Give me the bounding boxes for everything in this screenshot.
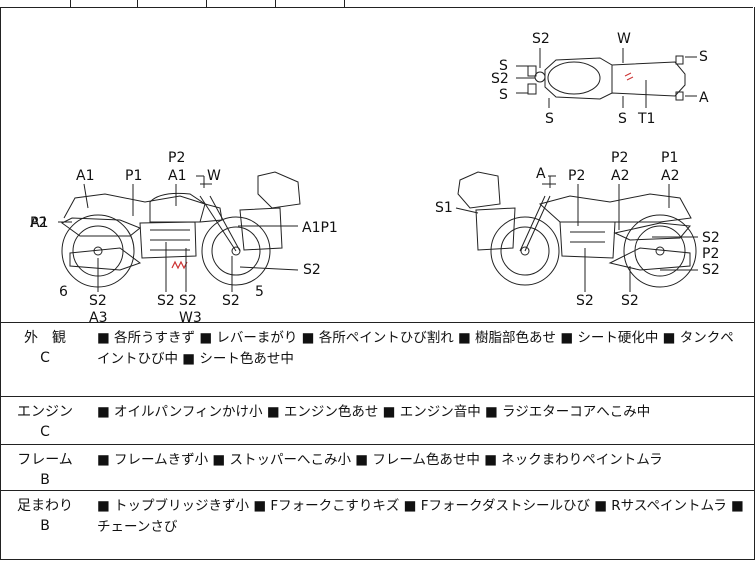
- category-grade: B: [40, 472, 50, 488]
- top-view-motorcycle: [516, 48, 697, 108]
- label-left-5: 5: [255, 284, 264, 300]
- label-top-a: A: [699, 90, 709, 106]
- label-top-s2: S2: [491, 71, 509, 87]
- top-view-labels: S2 W S S S2 S S S T1 A: [491, 31, 709, 127]
- label-left-w3: W3: [179, 310, 202, 322]
- damage-diagram: S2 W S S S2 S S S T1 A P2 A1 W A1 P1 A1 …: [0, 8, 755, 322]
- motorcycle-diagram-svg: S2 W S S S2 S S S T1 A P2 A1 W A1 P1 A1 …: [30, 31, 720, 322]
- category-cell: エンジン C: [0, 397, 90, 442]
- label-top-s: S: [499, 58, 508, 74]
- category-grade: B: [40, 518, 50, 534]
- previous-table-edge: [0, 0, 753, 8]
- condition-description: ■ 各所うすきず ■ レバーまがり ■ 各所ペイントひび割れ ■ 樹脂部色あせ …: [97, 330, 734, 367]
- label-top-w: W: [617, 31, 631, 47]
- label-top-t1: T1: [637, 111, 655, 127]
- label-left-w: W: [207, 168, 221, 184]
- category-grade: C: [40, 350, 50, 366]
- category-name: フレーム: [17, 452, 73, 468]
- label-top-s2: S2: [532, 31, 550, 47]
- label-top-s: S: [618, 111, 627, 127]
- label-right-p2: P2: [702, 246, 719, 262]
- condition-description: ■ トップブリッジきず小 ■ Fフォークこすりキズ ■ Fフォークダストシールひ…: [97, 498, 744, 535]
- label-left-s2: S2: [89, 293, 107, 309]
- category-grade: C: [40, 424, 50, 440]
- condition-row-engine: エンジン C ■ オイルパンフィンかけ小 ■ エンジン色あせ ■ エンジン音中 …: [0, 396, 755, 445]
- label-left-s2: S2: [303, 262, 321, 278]
- label-left-a3: A3: [89, 310, 107, 322]
- label-left-s2: S2: [157, 293, 175, 309]
- condition-row-suspension: 足まわり B ■ トップブリッジきず小 ■ Fフォークこすりキズ ■ Fフォーク…: [0, 490, 755, 560]
- label-left-s2: S2: [222, 293, 240, 309]
- label-left-p2: P2: [30, 215, 47, 231]
- label-right-a2: A2: [661, 168, 679, 184]
- left-view-labels: P2 A1 W A1 P1 A1 P2 A1P1 S2 6 5 S2 A3 S2…: [30, 150, 338, 322]
- category-name: 外 観: [24, 330, 66, 346]
- label-left-a1: A1: [76, 168, 94, 184]
- condition-description: ■ オイルパンフィンかけ小 ■ エンジン色あせ ■ エンジン音中 ■ ラジエター…: [97, 404, 651, 420]
- condition-description: ■ フレームきず小 ■ ストッパーへこみ小 ■ フレーム色あせ中 ■ ネックまわ…: [97, 452, 663, 468]
- category-cell: 外 観 C: [0, 323, 90, 368]
- label-right-p1: P1: [661, 150, 678, 166]
- right-view-labels: A P2 P2 A2 P1 A2 S1 S2 P2 S2 S2 S2: [435, 150, 720, 309]
- label-left-p1: P1: [125, 168, 142, 184]
- label-right-s2: S2: [621, 293, 639, 309]
- category-name: エンジン: [17, 404, 73, 420]
- label-right-p2: P2: [611, 150, 628, 166]
- left-view-motorcycle: [61, 171, 301, 288]
- condition-row-exterior: 外 観 C ■ 各所うすきず ■ レバーまがり ■ 各所ペイントひび割れ ■ 樹…: [0, 322, 755, 396]
- label-right-s2: S2: [702, 230, 720, 246]
- label-right-a2: A2: [611, 168, 629, 184]
- label-left-6: 6: [59, 284, 68, 300]
- category-cell: 足まわり B: [0, 491, 90, 536]
- label-left-p2: P2: [168, 150, 185, 166]
- category-name: 足まわり: [17, 498, 73, 514]
- label-right-a: A: [536, 166, 546, 182]
- label-top-s: S: [499, 87, 508, 103]
- label-right-s2: S2: [576, 293, 594, 309]
- condition-row-frame: フレーム B ■ フレームきず小 ■ ストッパーへこみ小 ■ フレーム色あせ中 …: [0, 444, 755, 491]
- label-top-s: S: [699, 49, 708, 65]
- label-left-a1p1: A1P1: [302, 220, 338, 236]
- label-left-a1: A1: [30, 215, 48, 231]
- label-right-s1: S1: [435, 200, 453, 216]
- label-left-s2: S2: [179, 293, 197, 309]
- label-right-p2: P2: [568, 168, 585, 184]
- label-top-s: S: [545, 111, 554, 127]
- label-right-s2: S2: [702, 262, 720, 278]
- leader-lines: [58, 175, 698, 292]
- right-view-motorcycle: [457, 171, 697, 288]
- category-cell: フレーム B: [0, 445, 90, 490]
- label-left-a1: A1: [168, 168, 186, 184]
